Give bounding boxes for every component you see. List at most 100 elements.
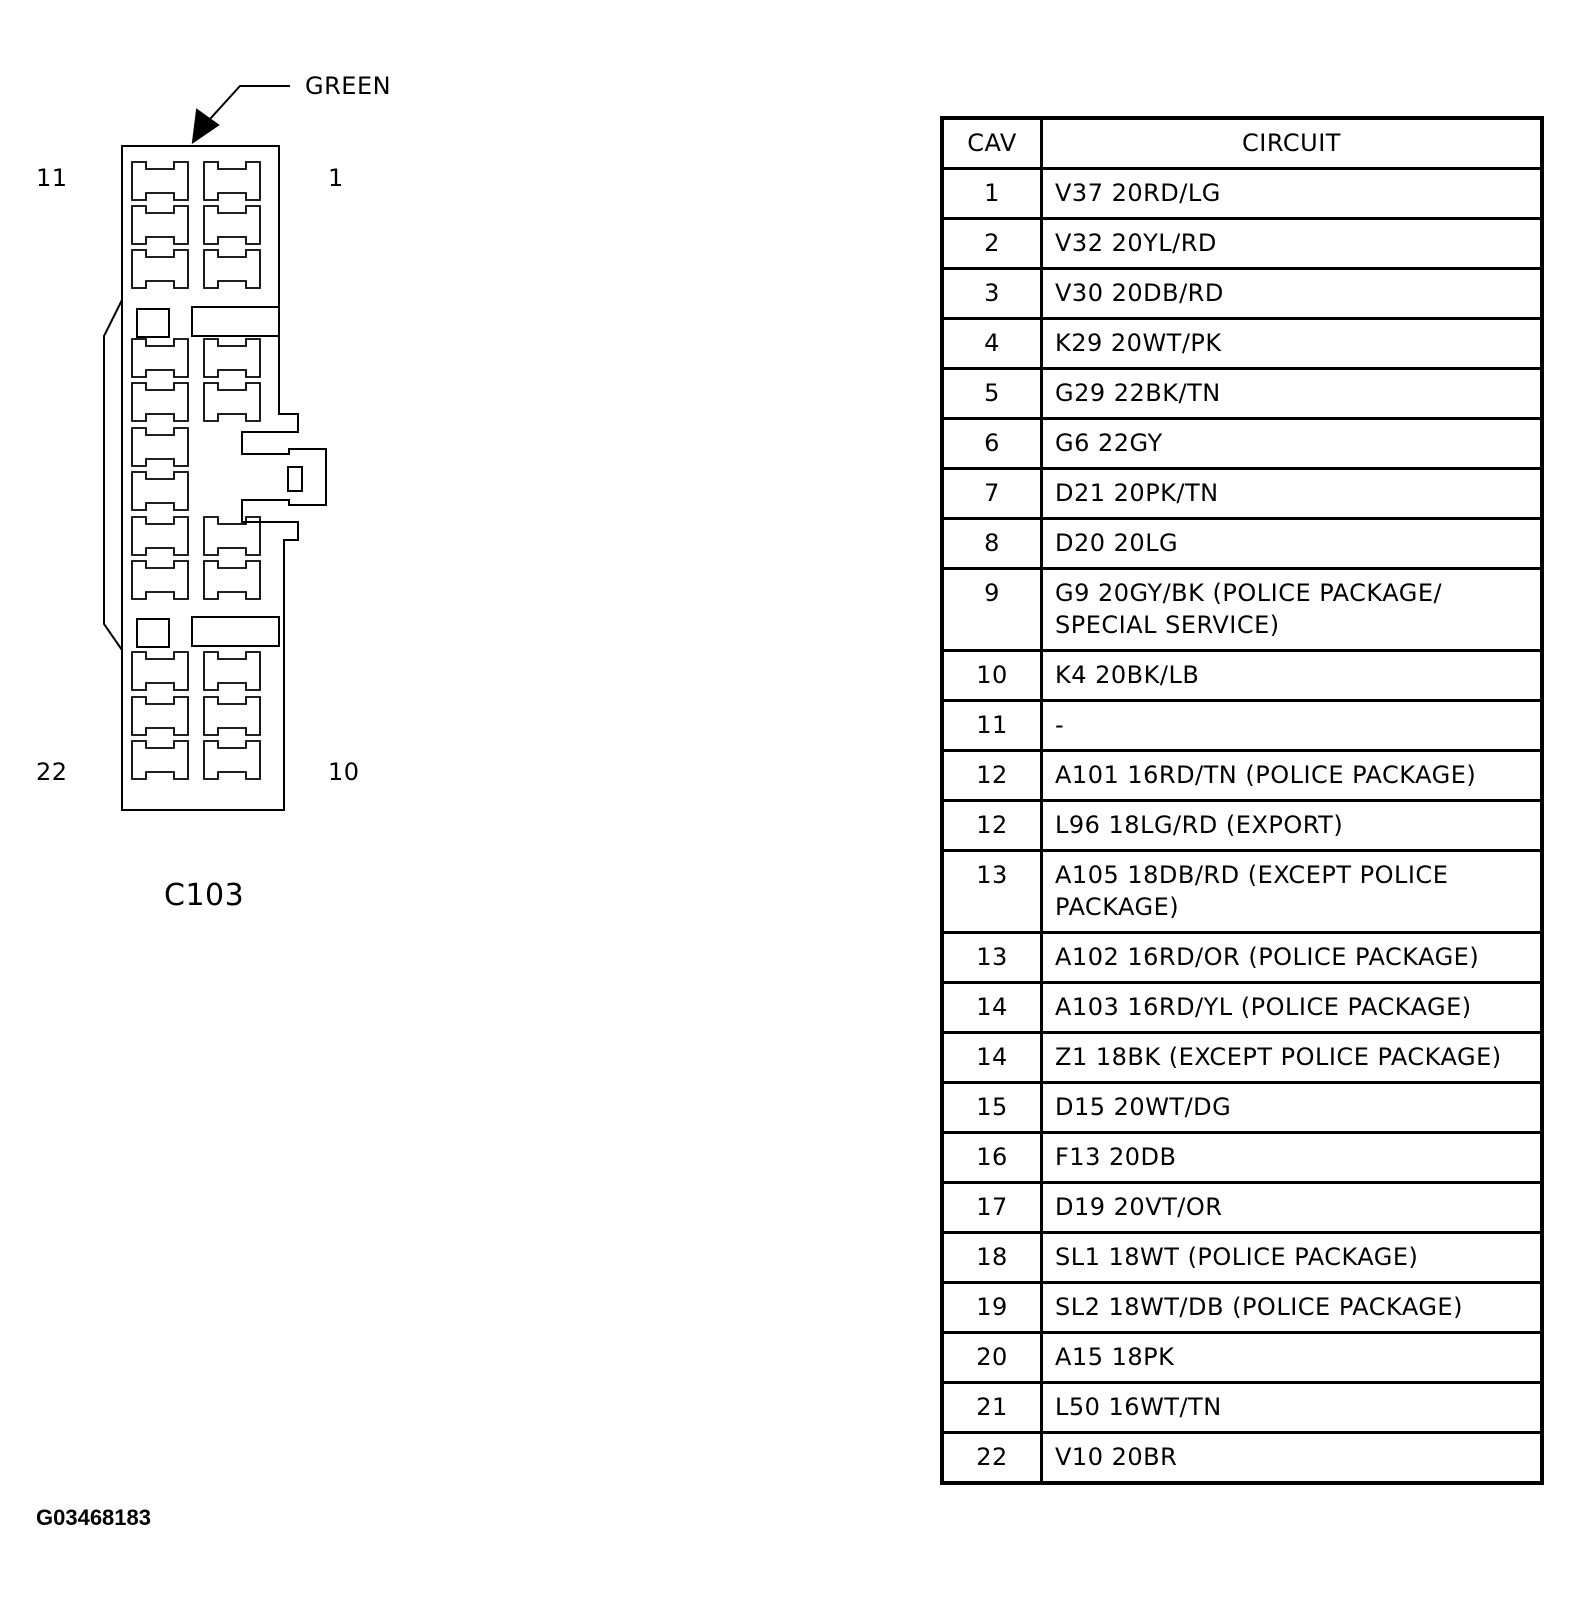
cav-cell: 5 xyxy=(940,367,1043,420)
cav-cell: 13 xyxy=(940,931,1043,984)
terminal-cavity xyxy=(203,205,261,245)
circuit-cell: A15 18PK xyxy=(1040,1331,1544,1384)
circuit-cell: F13 20DB xyxy=(1040,1131,1544,1184)
terminal-cavity xyxy=(203,161,261,201)
terminal-cavity xyxy=(203,338,261,378)
cavity-label-top-left: 11 xyxy=(36,164,68,192)
circuit-cell: K29 20WT/PK xyxy=(1040,317,1544,370)
cav-cell: 12 xyxy=(940,749,1043,802)
cav-cell: 15 xyxy=(940,1081,1043,1134)
separator-slot xyxy=(191,616,280,647)
connector-face-diagram xyxy=(103,85,327,811)
terminal-cavity xyxy=(203,560,261,600)
circuit-cell: K4 20BK/LB xyxy=(1040,649,1544,702)
cav-cell: 1 xyxy=(940,167,1043,220)
connector-name: C103 xyxy=(164,878,245,913)
cav-cell: 8 xyxy=(940,517,1043,570)
cav-cell: 4 xyxy=(940,317,1043,370)
cav-cell: 12 xyxy=(940,799,1043,852)
terminal-cavity xyxy=(203,651,261,691)
blank-cavity xyxy=(136,618,170,648)
color-leader-line xyxy=(199,85,290,131)
circuit-cell: L96 18LG/RD (EXPORT) xyxy=(1040,799,1544,852)
terminal-cavity xyxy=(131,696,189,736)
cav-cell: 13 xyxy=(940,849,1043,934)
terminal-cavity xyxy=(131,560,189,600)
terminal-cavity xyxy=(203,382,261,422)
leader-arrowhead xyxy=(191,108,220,145)
cav-cell: 18 xyxy=(940,1231,1043,1284)
circuit-cell: G29 22BK/TN xyxy=(1040,367,1544,420)
circuit-cell: D21 20PK/TN xyxy=(1040,467,1544,520)
cav-cell: 22 xyxy=(940,1431,1043,1485)
figure-id: G03468183 xyxy=(36,1505,151,1530)
circuit-cell: SL2 18WT/DB (POLICE PACKAGE) xyxy=(1040,1281,1544,1334)
cav-cell: 20 xyxy=(940,1331,1043,1384)
cav-cell: 19 xyxy=(940,1281,1043,1334)
cav-cell: 11 xyxy=(940,699,1043,752)
circuit-cell: G9 20GY/BK (POLICE PACKAGE/ SPECIAL SERV… xyxy=(1040,567,1544,652)
terminal-cavity xyxy=(131,338,189,378)
circuit-cell: V30 20DB/RD xyxy=(1040,267,1544,320)
circuit-cell: D15 20WT/DG xyxy=(1040,1081,1544,1134)
terminal-cavity xyxy=(131,651,189,691)
circuit-cell: V32 20YL/RD xyxy=(1040,217,1544,270)
terminal-cavity xyxy=(203,696,261,736)
terminal-cavity xyxy=(203,516,261,556)
cav-cell: 14 xyxy=(940,1031,1043,1084)
latch-tab xyxy=(287,466,303,492)
cav-cell: 10 xyxy=(940,649,1043,702)
cav-cell: 3 xyxy=(940,267,1043,320)
cavity-label-top-right: 1 xyxy=(328,164,344,192)
circuit-cell: V10 20BR xyxy=(1040,1431,1544,1485)
cavity-label-bottom-left: 22 xyxy=(36,758,68,786)
circuit-cell: Z1 18BK (EXCEPT POLICE PACKAGE) xyxy=(1040,1031,1544,1084)
terminal-cavity xyxy=(131,427,189,467)
terminal-cavity xyxy=(131,161,189,201)
table-header-row: CAV CIRCUIT xyxy=(940,116,1544,170)
circuit-cell: A102 16RD/OR (POLICE PACKAGE) xyxy=(1040,931,1544,984)
terminal-cavity xyxy=(203,249,261,289)
circuit-cell: SL1 18WT (POLICE PACKAGE) xyxy=(1040,1231,1544,1284)
separator-slot xyxy=(191,306,280,337)
cav-cell: 2 xyxy=(940,217,1043,270)
circuit-cell: A101 16RD/TN (POLICE PACKAGE) xyxy=(1040,749,1544,802)
blank-cavity xyxy=(136,308,170,338)
terminal-cavity xyxy=(131,471,189,511)
circuit-cell: L50 16WT/TN xyxy=(1040,1381,1544,1434)
terminal-cavity xyxy=(131,249,189,289)
terminal-cavity xyxy=(131,382,189,422)
circuit-cell: - xyxy=(1040,699,1544,752)
connector-color-label: GREEN xyxy=(305,72,392,100)
cav-cell: 16 xyxy=(940,1131,1043,1184)
circuit-cell: A103 16RD/YL (POLICE PACKAGE) xyxy=(1040,981,1544,1034)
cav-cell: 17 xyxy=(940,1181,1043,1234)
terminal-cavity xyxy=(131,516,189,556)
side-lock-bar xyxy=(103,299,123,651)
cav-cell: 7 xyxy=(940,467,1043,520)
circuit-cell: D19 20VT/OR xyxy=(1040,1181,1544,1234)
terminal-cavity xyxy=(131,205,189,245)
